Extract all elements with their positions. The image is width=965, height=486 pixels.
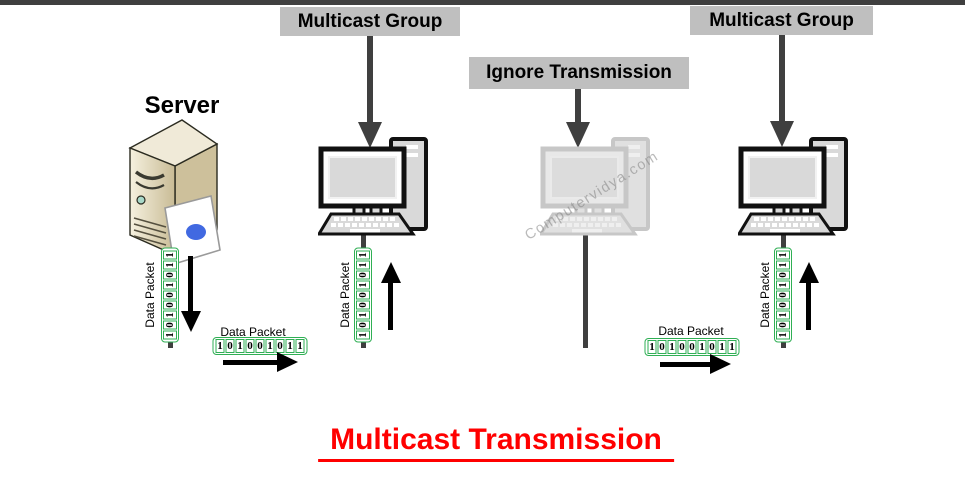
data-packet-label: Data Packet bbox=[143, 262, 157, 328]
bit-box: 0 bbox=[776, 300, 790, 310]
bit-box: 1 bbox=[265, 339, 275, 353]
data-packet-label: Data Packet bbox=[220, 325, 286, 339]
multicast-group-label-1: Multicast Group bbox=[280, 7, 460, 36]
bit-box: 1 bbox=[163, 280, 177, 290]
bit-box: 1 bbox=[776, 260, 790, 270]
bit-box: 1 bbox=[356, 280, 370, 290]
network-bus-line bbox=[0, 0, 965, 5]
bit-box: 1 bbox=[667, 340, 677, 354]
computer-icon bbox=[318, 137, 430, 237]
multicast-group-label-1-text: Multicast Group bbox=[297, 10, 443, 32]
bit-box: 0 bbox=[163, 300, 177, 310]
bit-box: 1 bbox=[717, 340, 727, 354]
multicast-group-label-2: Multicast Group bbox=[690, 6, 873, 35]
bit-box: 0 bbox=[356, 300, 370, 310]
multicast-group-label-2-text: Multicast Group bbox=[709, 9, 854, 31]
bit-box: 0 bbox=[356, 270, 370, 280]
ignore-computer-connector-line bbox=[583, 234, 588, 348]
bit-box: 1 bbox=[356, 260, 370, 270]
bit-box: 0 bbox=[356, 320, 370, 330]
bit-box: 0 bbox=[687, 340, 697, 354]
bit-box: 1 bbox=[163, 250, 177, 260]
bit-box: 1 bbox=[776, 310, 790, 320]
computer-icon bbox=[738, 137, 850, 237]
bit-box: 0 bbox=[163, 290, 177, 300]
bit-box: 1 bbox=[163, 330, 177, 340]
bit-box: 1 bbox=[776, 280, 790, 290]
bit-box: 0 bbox=[657, 340, 667, 354]
server-icon bbox=[128, 119, 221, 266]
bit-box: 1 bbox=[163, 260, 177, 270]
bit-box: 1 bbox=[285, 339, 295, 353]
data-packet-label: Data Packet bbox=[658, 324, 724, 338]
bit-box: 1 bbox=[356, 330, 370, 340]
bit-box: 1 bbox=[215, 339, 225, 353]
ignore-transmission-label: Ignore Transmission bbox=[469, 57, 689, 89]
bit-box: 0 bbox=[245, 339, 255, 353]
bit-box: 0 bbox=[776, 290, 790, 300]
bit-box: 1 bbox=[235, 339, 245, 353]
bit-box: 0 bbox=[707, 340, 717, 354]
bit-box: 0 bbox=[163, 320, 177, 330]
bit-box: 1 bbox=[776, 330, 790, 340]
bit-box: 1 bbox=[163, 310, 177, 320]
bit-box: 0 bbox=[225, 339, 235, 353]
data-packet-label: Data Packet bbox=[338, 262, 352, 328]
bit-box: 1 bbox=[295, 339, 305, 353]
bit-box: 0 bbox=[677, 340, 687, 354]
server-title: Server bbox=[144, 92, 220, 119]
bit-box: 1 bbox=[356, 310, 370, 320]
data-packet-label: Data Packet bbox=[758, 262, 772, 328]
bit-box: 1 bbox=[776, 250, 790, 260]
bit-box: 0 bbox=[255, 339, 265, 353]
bit-box: 1 bbox=[356, 250, 370, 260]
ignore-transmission-label-text: Ignore Transmission bbox=[486, 62, 672, 83]
bit-box: 0 bbox=[163, 270, 177, 280]
bit-box: 0 bbox=[275, 339, 285, 353]
bit-box: 1 bbox=[697, 340, 707, 354]
bit-box: 0 bbox=[776, 270, 790, 280]
bit-box: 1 bbox=[647, 340, 657, 354]
bit-box: 0 bbox=[356, 290, 370, 300]
bit-box: 1 bbox=[727, 340, 737, 354]
diagram-title: Multicast Transmission bbox=[318, 423, 674, 462]
bit-box: 0 bbox=[776, 320, 790, 330]
